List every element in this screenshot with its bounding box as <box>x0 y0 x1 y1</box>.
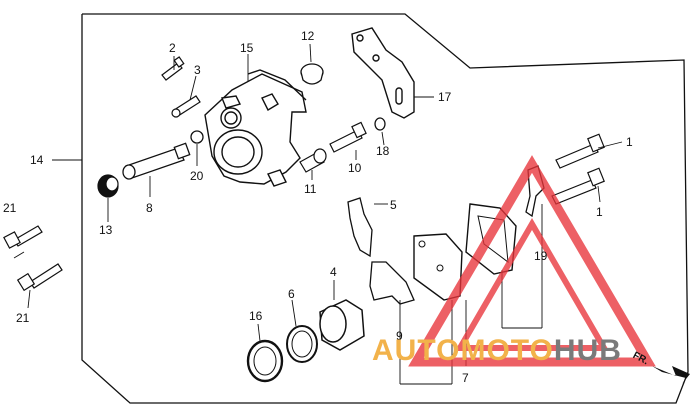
pin-boot <box>97 174 119 198</box>
callout-12: 12 <box>301 29 315 43</box>
callout-9: 9 <box>396 329 403 343</box>
callout-17: 17 <box>438 90 452 104</box>
callout-2: 2 <box>169 41 176 55</box>
pad-spring <box>347 197 373 258</box>
diagram-frame <box>81 13 689 404</box>
callout-7: 7 <box>462 371 469 385</box>
callout-6: 6 <box>288 287 295 301</box>
bolt-washer <box>374 117 386 131</box>
watermark-text-moto: MOTO <box>460 334 554 367</box>
watermark-text-auto: AUTO <box>372 334 461 367</box>
caliper-bolt <box>329 121 367 153</box>
pad-shim <box>369 261 415 305</box>
watermark-logo <box>408 155 656 367</box>
piston <box>319 299 365 351</box>
leader-lines <box>13 43 623 385</box>
bolt-21-upper <box>3 225 43 249</box>
bleeder-cap <box>171 95 201 118</box>
callout-20: 20 <box>190 169 204 183</box>
bolt-21-lower <box>16 263 63 292</box>
callout-3: 3 <box>194 63 201 77</box>
callout-16: 16 <box>249 309 263 323</box>
bleeder-valve <box>161 56 185 81</box>
callout-1-lower: 1 <box>596 205 603 219</box>
callout-14: 14 <box>30 153 44 167</box>
callout-21-lower: 21 <box>16 311 30 325</box>
mounting-bolt-lower <box>551 167 605 205</box>
callout-21-upper: 21 <box>3 201 17 215</box>
watermark-text: AUTOMOTOHUB <box>372 336 622 366</box>
callout-10: 10 <box>348 161 362 175</box>
callout-13: 13 <box>99 223 113 237</box>
callout-5: 5 <box>390 198 397 212</box>
dust-seal <box>246 339 284 383</box>
caliper-bracket <box>351 27 415 119</box>
callout-11: 11 <box>304 182 317 196</box>
slide-pin <box>122 142 191 180</box>
callout-1-upper: 1 <box>626 135 633 149</box>
callout-15: 15 <box>240 41 254 55</box>
dust-boot <box>300 63 324 85</box>
front-arrow <box>652 366 690 384</box>
washer <box>190 130 204 144</box>
watermark-text-hub: HUB <box>553 334 622 367</box>
pin-sleeve <box>299 148 327 173</box>
callout-8: 8 <box>146 201 153 215</box>
mounting-bolt-upper <box>555 133 605 169</box>
caliper-body <box>204 69 307 187</box>
callout-19: 19 <box>534 249 548 263</box>
callout-18: 18 <box>376 144 390 158</box>
callout-4: 4 <box>330 265 337 279</box>
